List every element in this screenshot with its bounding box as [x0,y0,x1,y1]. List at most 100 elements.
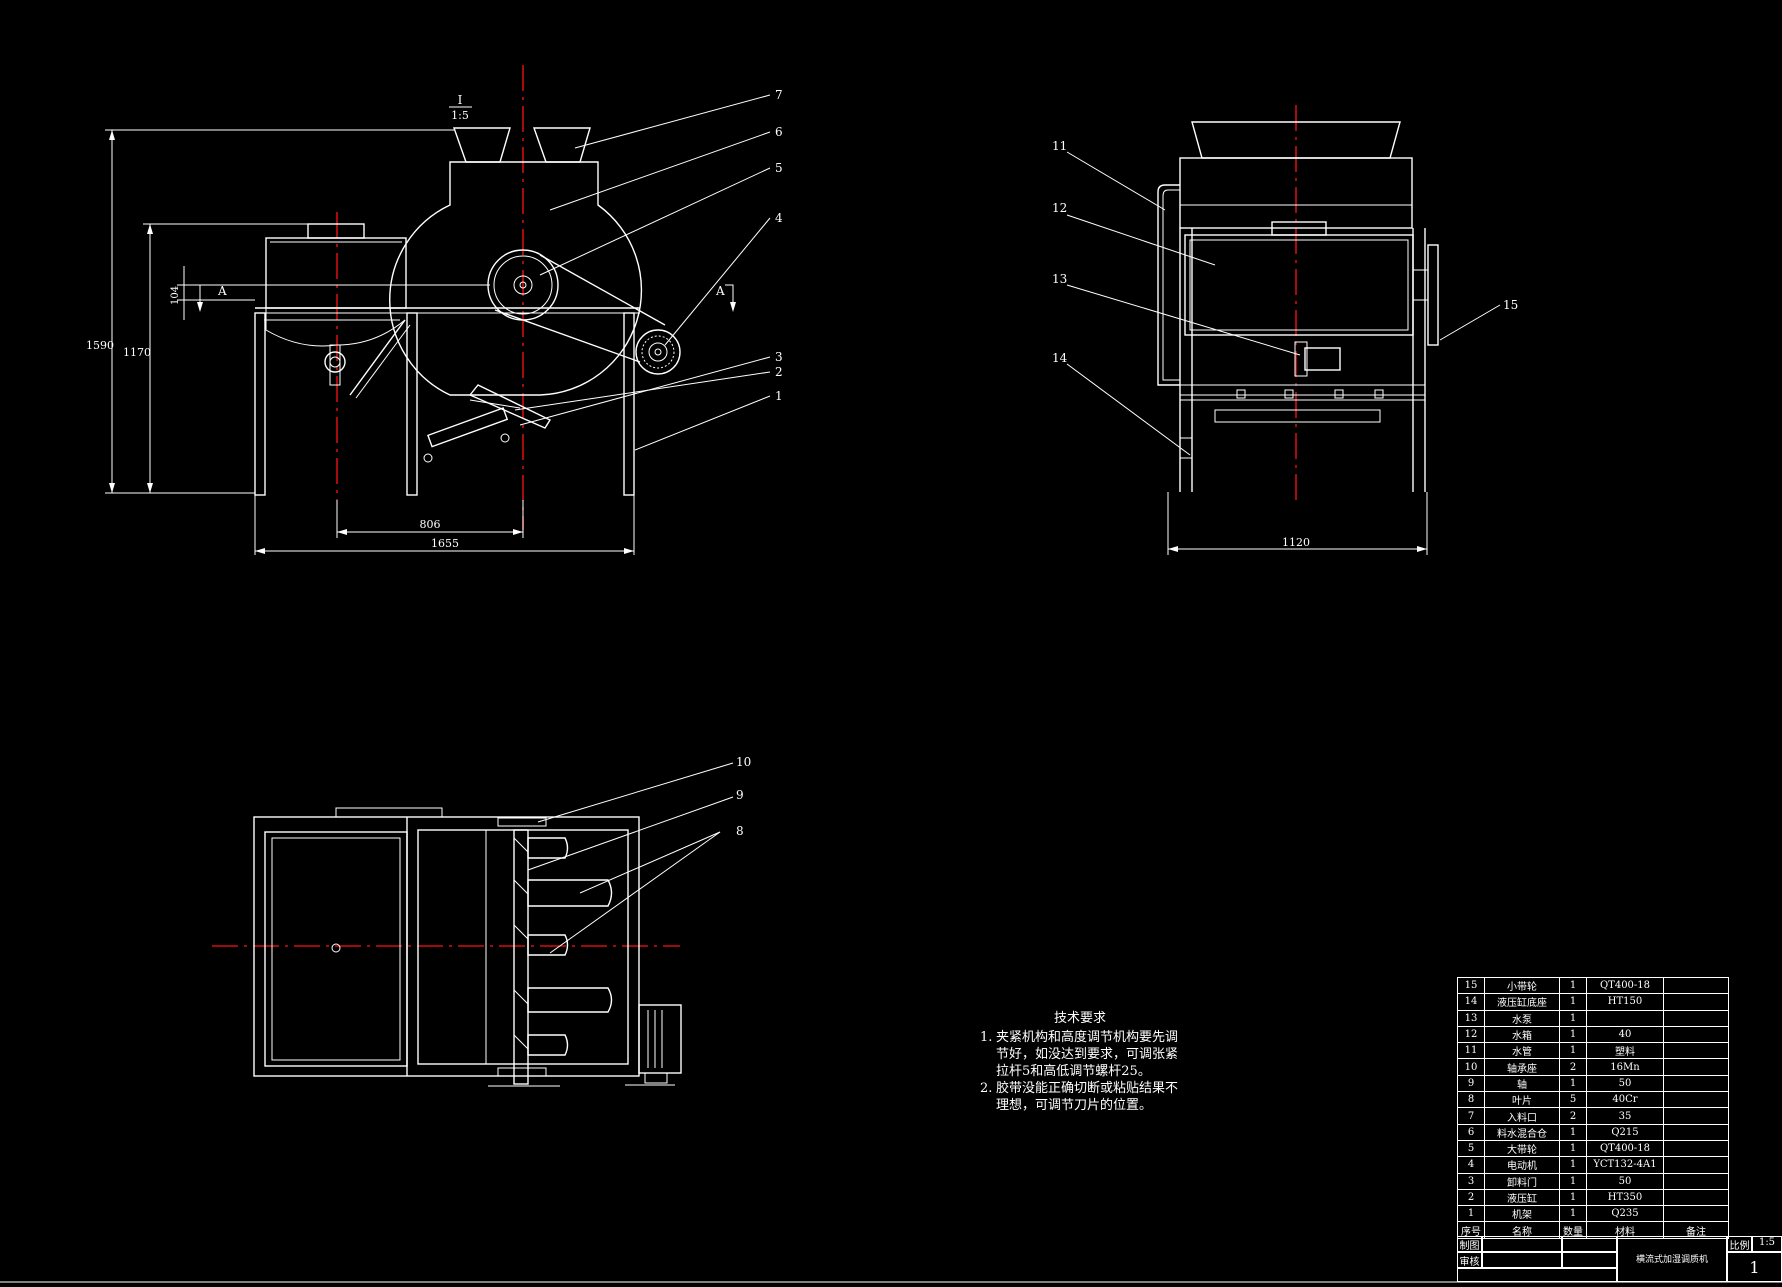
bom-cell-qty: 2 [1559,1058,1587,1076]
top-bearing-seat-bottom [497,1067,547,1077]
callout-9: 9 [736,788,744,802]
top-blade-1 [527,837,569,859]
bom-cell-qty: 1 [1559,1188,1587,1207]
bom-cell-material: 40Cr [1586,1091,1664,1109]
bom-cell-qty: 1 [1559,1074,1587,1093]
belt-upper [539,254,666,326]
side-small-pulley [1427,244,1439,346]
pump-front [324,351,346,373]
bom-header-note: 备注 [1663,1221,1729,1239]
tech-requirements-title: 技术要求 [1053,1011,1106,1026]
bom-cell-note [1663,1058,1729,1076]
tech-requirement-item: 2. 胶带没能正确切断或粘贴结果不理想，可调节刀片的位置。 [980,1080,1180,1114]
bom-cell-name: 料水混合仓 [1484,1123,1560,1141]
bom-cell-name: 水箱 [1484,1025,1560,1044]
bom-cell-name: 入料口 [1484,1107,1560,1125]
bom-cell-note [1663,1188,1729,1207]
title-block: 制图 审核 横流式加湿调质机 比例 1:5 1 [1457,1236,1782,1282]
bom-cell-qty: 1 [1559,1205,1587,1223]
callout-1: 1 [775,389,783,403]
tech-requirement-item: 1. 夹紧机构和高度调节机构要先调节好，如没达到要求，可调张紧拉杆5和高低调节螺… [980,1029,1180,1080]
section-label-scale: 1:5 [451,109,469,122]
side-water-pipe [1157,184,1180,386]
bom-cell-qty: 1 [1559,1123,1587,1141]
top-blade-2 [527,879,613,907]
bom-cell-material: 35 [1586,1107,1664,1125]
bom-cell-material: QT400-18 [1586,976,1664,995]
checked-label: 审核 [1457,1252,1482,1268]
bom-cell-no: 4 [1457,1156,1485,1174]
bom-cell-material: YCT132-4A1 [1586,1156,1664,1174]
side-view: 1120 11 12 13 14 15 [1052,105,1518,555]
top-outer-frame [253,816,640,1077]
bom-cell-no: 1 [1457,1205,1485,1223]
bom-cell-no: 5 [1457,1139,1485,1158]
top-motor [638,1004,682,1074]
bom-cell-name: 机架 [1484,1205,1560,1223]
bom-cell-name: 轴承座 [1484,1058,1560,1076]
callout-8: 8 [736,824,744,838]
hydraulic-cylinder [427,407,509,448]
tech-item-text: 夹紧机构和高度调节机构要先调节好，如没达到要求，可调张紧拉杆5和高低调节螺杆25… [996,1030,1179,1079]
bom-cell-no: 13 [1457,1009,1485,1027]
hopper-left [453,127,511,163]
dim-1655: 1655 [431,537,459,550]
bom-cell-note [1663,1009,1729,1027]
top-bearing-seat-top [497,817,547,827]
bom-cell-note [1663,1025,1729,1044]
front-view: I 1:5 A A 1590 1170 104 806 1655 7 6 5 4… [86,65,783,555]
bom-cell-note [1663,1205,1729,1223]
callout-11: 11 [1052,139,1067,153]
frame-leg-2 [406,312,418,496]
bom-cell-no: 9 [1457,1074,1485,1093]
bom-cell-qty: 1 [1559,993,1587,1011]
bom-cell-name: 轴 [1484,1074,1560,1093]
bom-cell-no: 7 [1457,1107,1485,1125]
bom-cell-qty: 1 [1559,1156,1587,1174]
bom-cell-note [1663,976,1729,995]
top-view: 10 9 8 [212,755,751,1087]
bom-cell-name: 小带轮 [1484,976,1560,995]
mixing-chamber [389,161,643,396]
bom-cell-material: QT400-18 [1586,1139,1664,1158]
dim-104: 104 [170,286,181,305]
callout-15: 15 [1503,298,1518,312]
bom-cell-no: 6 [1457,1123,1485,1141]
callout-13: 13 [1052,272,1067,286]
bom-cell-name: 液压缸底座 [1484,993,1560,1011]
bom-cell-material: 40 [1586,1025,1664,1044]
bom-cell-no: 3 [1457,1172,1485,1190]
tech-item-num: 2. [980,1081,993,1096]
side-cylinder-base [1179,437,1193,459]
callout-5: 5 [775,161,783,175]
discharge-door [468,384,552,429]
bom-cell-material: Q215 [1586,1123,1664,1141]
bom-cell-qty: 1 [1559,1042,1587,1060]
side-water-pump [1304,347,1341,371]
bom-cell-no: 8 [1457,1091,1485,1109]
bom-cell-name: 大带轮 [1484,1139,1560,1158]
sheet-number: 1 [1727,1252,1782,1282]
bom-cell-note [1663,993,1729,1011]
bom-cell-qty: 1 [1559,976,1587,995]
bom-cell-note [1663,1156,1729,1174]
dim-1590: 1590 [86,339,114,352]
scale-value: 1:5 [1752,1236,1782,1252]
top-blade-4 [527,987,613,1013]
tech-item-num: 1. [980,1030,993,1045]
top-mixing-chamber [417,829,629,1065]
bom-cell-note [1663,1042,1729,1060]
